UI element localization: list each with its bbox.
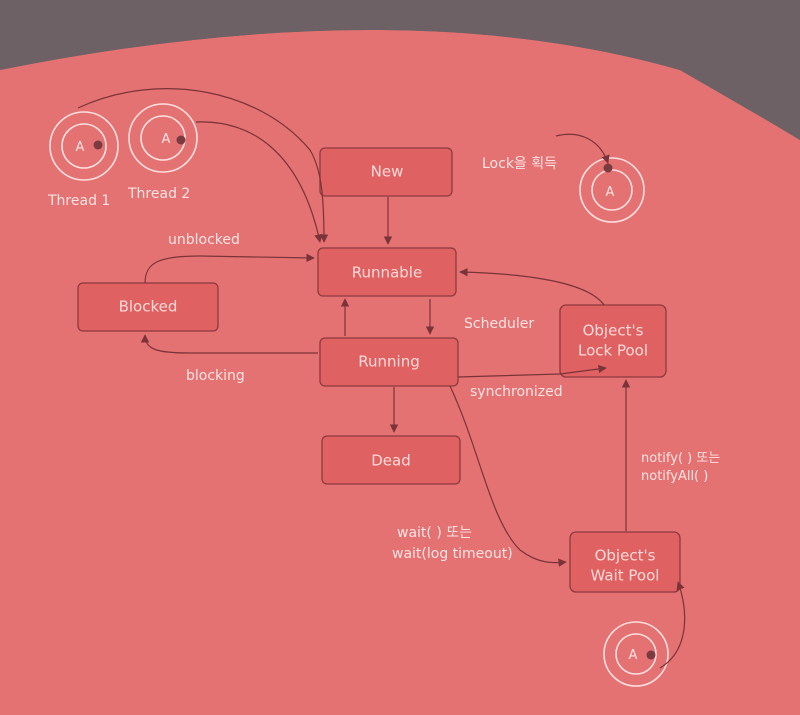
state-lock-pool: Object's Lock Pool — [559, 304, 667, 378]
thread-1-marker: A — [76, 140, 85, 155]
thread-2-marker: A — [162, 132, 171, 147]
state-runnable-label: Runnable — [352, 264, 422, 282]
edge-lockpool-runnable — [459, 267, 605, 306]
lock-pool-label-line1: Object's — [583, 322, 644, 340]
edge-thread1-runnable — [77, 88, 329, 243]
edge-wait-thread — [659, 581, 686, 669]
state-wait-pool: Object's Wait Pool — [569, 531, 681, 593]
state-running: Running — [319, 337, 459, 387]
waiting-thread-marker: A — [629, 648, 638, 663]
edge-blocked-runnable — [144, 253, 315, 284]
state-new: New — [319, 147, 453, 197]
notify-label-line2: notifyAll( ) — [641, 469, 708, 484]
notify-label-line1: notify( ) 또는 — [641, 451, 720, 466]
wait-pool-label-line1: Object's — [595, 547, 656, 565]
thread-2-icon: A — [128, 103, 198, 173]
state-blocked: Blocked — [77, 282, 219, 332]
edge-running-waitpool — [449, 385, 567, 567]
edge-thread2-runnable — [195, 121, 323, 243]
state-runnable: Runnable — [317, 247, 457, 297]
edge-lock-acquire — [555, 133, 610, 164]
state-new-label: New — [371, 163, 404, 181]
state-running-label: Running — [358, 353, 419, 371]
thread-1-label: Thread 1 — [47, 193, 110, 209]
edge-running-lockpool — [457, 364, 607, 378]
thread-1-icon: A — [49, 111, 119, 181]
synchronized-label: synchronized — [470, 384, 563, 400]
wait-label-line2: wait(log timeout) — [392, 546, 513, 562]
thread-2-label: Thread 2 — [127, 186, 190, 202]
unblocked-label: unblocked — [168, 232, 240, 248]
wait-label-line1: wait( ) 또는 — [397, 525, 472, 541]
blocking-label: blocking — [186, 368, 245, 384]
wait-pool-label-line2: Wait Pool — [591, 567, 660, 585]
lock-acquire-label: Lock을 획득 — [482, 156, 557, 172]
background-shadow — [0, 4, 800, 141]
edge-running-blocked — [140, 334, 318, 354]
lock-pool-label-line2: Lock Pool — [578, 342, 648, 360]
state-dead-label: Dead — [371, 452, 411, 470]
lock-owner-marker: A — [606, 185, 615, 200]
scheduler-label: Scheduler — [464, 316, 534, 332]
state-dead: Dead — [321, 435, 461, 485]
state-blocked-label: Blocked — [119, 298, 178, 316]
waiting-thread-icon: A — [603, 621, 669, 687]
lock-owner-icon: A — [579, 157, 645, 223]
